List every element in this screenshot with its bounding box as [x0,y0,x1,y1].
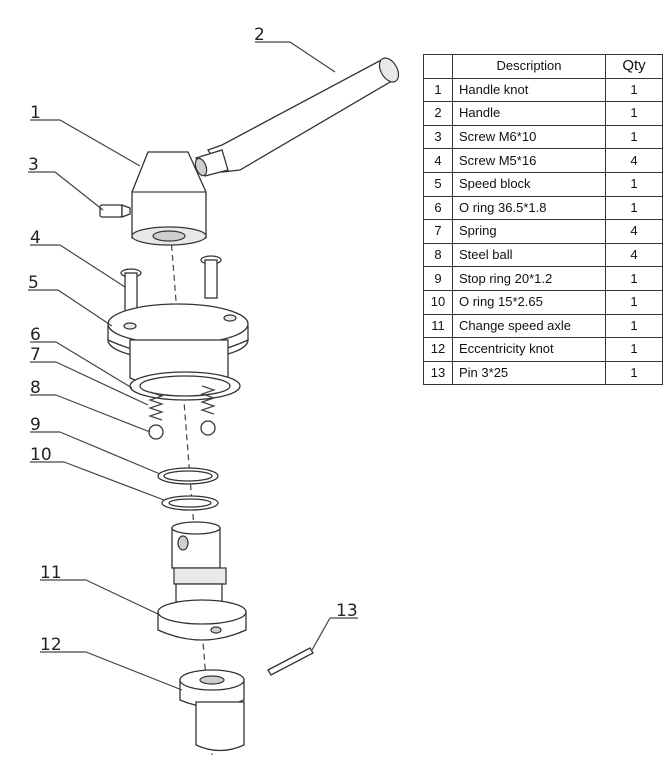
cell-no: 12 [423,337,453,362]
cell-qty: 1 [605,195,663,221]
cell-qty: 1 [605,313,663,339]
screws-m5-part [120,255,222,312]
cell-qty: 1 [605,171,663,197]
cell-description: Spring [452,219,606,244]
callout-13: 13 [336,601,358,621]
cell-description: Handle knot [452,77,606,103]
column-header-description: Description [452,54,606,79]
cell-qty: 1 [605,360,663,386]
callout-3: 3 [28,155,39,175]
cell-no: 11 [423,313,453,339]
cell-qty: 4 [605,219,663,244]
pin-part [267,647,314,676]
cell-qty: 4 [605,148,663,173]
cell-description: Stop ring 20*1.2 [452,266,606,291]
cell-description: Eccentricity knot [452,337,606,362]
callout-5: 5 [28,273,39,293]
steel-balls-part [148,420,216,440]
cell-description: Steel ball [452,242,606,268]
cell-no: 6 [423,195,453,221]
handle-knot-part [131,151,207,246]
callout-11: 11 [40,563,62,583]
stop-ring-part [157,467,219,485]
callout-12: 12 [40,635,62,655]
cell-no: 4 [423,148,453,173]
cell-qty: 4 [605,242,663,268]
cell-no: 13 [423,360,453,386]
callout-4: 4 [30,228,41,248]
cell-description: Change speed axle [452,313,606,339]
column-header-qty: Qty [605,54,663,79]
leader-lines [28,41,358,691]
cell-no: 5 [423,171,453,197]
cell-qty: 1 [605,77,663,103]
o-ring-large-part [129,371,241,401]
cell-qty: 1 [605,101,663,126]
cell-no: 3 [423,124,453,150]
callout-10: 10 [30,445,52,465]
cell-qty: 1 [605,337,663,362]
callout-7: 7 [30,345,41,365]
cell-description: Speed block [452,171,606,197]
eccentricity-knot-part [179,669,245,752]
cell-description: O ring 36.5*1.8 [452,195,606,221]
cell-description: Pin 3*25 [452,360,606,386]
cell-description: Screw M6*10 [452,124,606,150]
cell-qty: 1 [605,124,663,150]
table-header-row: Description Qty [423,54,663,79]
change-speed-axle-part [157,521,247,641]
cell-no: 7 [423,219,453,244]
column-header-no [423,54,453,79]
callout-8: 8 [30,378,41,398]
cell-description: Handle [452,101,606,126]
callout-6: 6 [30,325,41,345]
cell-no: 9 [423,266,453,291]
callout-2: 2 [254,25,265,45]
cell-description: Screw M5*16 [452,148,606,173]
cell-qty: 1 [605,266,663,291]
cell-no: 2 [423,101,453,126]
o-ring-small-part [161,495,219,511]
center-axis [169,224,213,756]
cell-no: 1 [423,77,453,103]
cell-qty: 1 [605,289,663,315]
cell-no: 8 [423,242,453,268]
speed-block-part [107,303,249,389]
cell-no: 10 [423,289,453,315]
callout-9: 9 [30,415,41,435]
callout-1: 1 [30,103,41,123]
screw-m6-part [99,204,131,218]
handle-part [194,57,400,177]
springs-part [148,385,216,421]
cell-description: O ring 15*2.65 [452,289,606,315]
